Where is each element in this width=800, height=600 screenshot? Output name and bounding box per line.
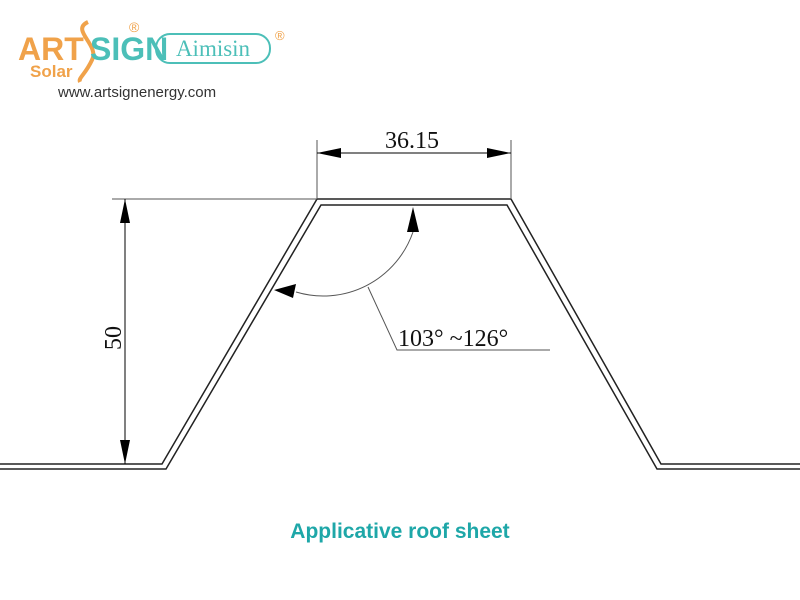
angle-leader-line [367, 286, 550, 351]
angle-arrow-top [407, 207, 419, 232]
aimisin-logo: Aimisin ® [155, 28, 285, 64]
diagram-caption: Applicative roof sheet [290, 520, 509, 543]
artsign-logo: ART SIGN Solar ® [18, 19, 168, 83]
website-url: www.artsignenergy.com [57, 84, 216, 101]
angle-range-label: 103° ~126° [398, 326, 508, 352]
logo-s-swoosh [77, 20, 96, 83]
logo-art-text: ART [18, 31, 84, 67]
angle-arc [295, 231, 414, 297]
logo-solar-text: Solar [30, 62, 73, 81]
top-width-label: 36.15 [385, 128, 439, 154]
angle-arrow-left [274, 284, 296, 298]
registered-mark: ® [275, 28, 285, 43]
aimisin-text: Aimisin [176, 36, 251, 61]
profile-outer-line [0, 198, 800, 465]
registered-mark: ® [129, 19, 140, 35]
height-label: 50 [101, 326, 127, 350]
profile-inner-line [0, 204, 800, 470]
